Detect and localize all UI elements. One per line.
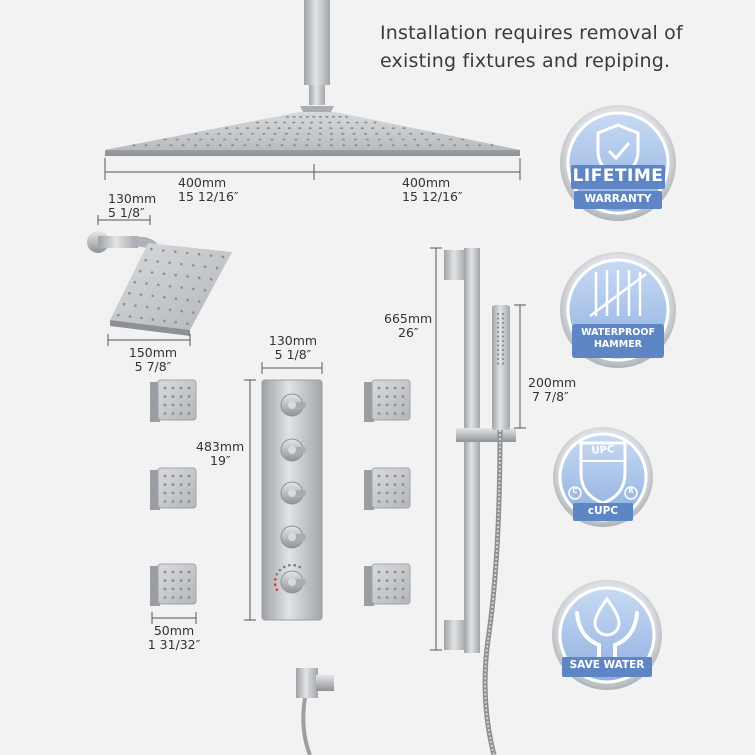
valve-knob bbox=[280, 393, 306, 417]
bar-dimension bbox=[430, 247, 526, 651]
valve-knob bbox=[280, 570, 306, 594]
valve-knob bbox=[280, 525, 306, 549]
badge-upc-c: C bbox=[572, 487, 578, 495]
rain-width-right-label: 400mm 15 12/16″ bbox=[402, 175, 463, 205]
badge-hammer-text: WATERPROOF HAMMER bbox=[581, 327, 655, 350]
body-jet bbox=[150, 379, 197, 422]
rain-width-dimension bbox=[104, 158, 521, 180]
rain-width-left-label: 400mm 15 12/16″ bbox=[178, 175, 239, 205]
bar-height-label: 665mm 26″ bbox=[384, 311, 433, 341]
handheld-length-label: 200mm 7 7/8″ bbox=[528, 375, 577, 405]
valve-panel bbox=[261, 379, 323, 621]
body-jet bbox=[364, 563, 411, 606]
badge-upc-r: R bbox=[628, 487, 634, 495]
badge-lifetime-warranty bbox=[560, 105, 676, 221]
body-jets bbox=[150, 379, 411, 606]
wall-shower-head bbox=[87, 231, 232, 336]
headline-line-1: Installation requires removal of bbox=[380, 22, 683, 44]
wall-arm-dimension bbox=[97, 215, 191, 346]
valve-height-label: 483mm 19″ bbox=[196, 439, 245, 469]
badge-lifetime-text: LIFETIME bbox=[572, 166, 664, 186]
rain-shower-head bbox=[105, 0, 520, 156]
valve-dimension bbox=[244, 362, 323, 621]
jet-width-dimension bbox=[151, 612, 197, 624]
body-jet bbox=[150, 467, 197, 510]
badge-save-water bbox=[552, 580, 662, 690]
valve-width-label: 130mm 5 1/8″ bbox=[268, 333, 318, 363]
headline: Installation requires removal of existin… bbox=[380, 20, 683, 75]
badge-waterproof-hammer bbox=[560, 252, 676, 368]
wall-outlet bbox=[296, 668, 334, 755]
valve-knob bbox=[280, 481, 306, 505]
body-jet bbox=[150, 563, 197, 606]
wall-arm-label: 130mm 5 1/8″ bbox=[108, 191, 157, 221]
badge-cupc bbox=[553, 427, 653, 527]
hand-shower bbox=[482, 305, 510, 755]
body-jet bbox=[364, 467, 411, 510]
badge-save-water-text: SAVE WATER bbox=[569, 659, 645, 671]
badge-cupc-text: cUPC bbox=[587, 505, 619, 517]
wall-head-label: 150mm 5 7/8″ bbox=[128, 345, 178, 375]
valve-knob bbox=[280, 438, 306, 462]
headline-line-2: existing fixtures and repiping. bbox=[380, 49, 671, 72]
body-jet bbox=[364, 379, 411, 422]
jet-width-label: 50mm 1 31/32″ bbox=[147, 623, 201, 653]
badge-warranty-text: WARRANTY bbox=[584, 193, 652, 205]
